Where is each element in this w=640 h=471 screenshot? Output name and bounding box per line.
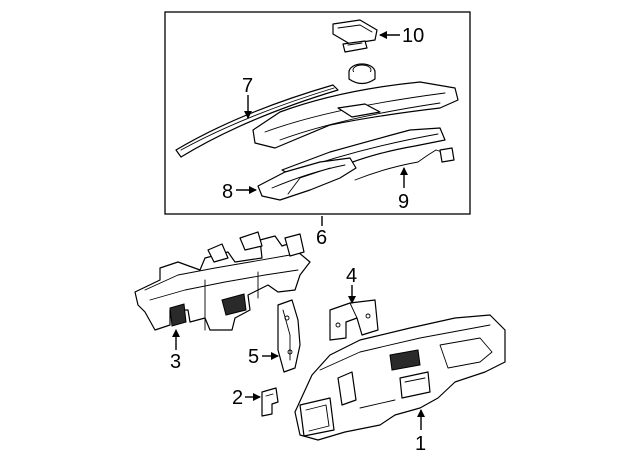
part-3-cross-car-beam [134, 231, 311, 331]
callout-1: 1 [415, 433, 426, 455]
leader-lines [172, 31, 425, 430]
part-dash-top-pad [252, 81, 459, 149]
inset-box [164, 11, 471, 215]
part-2-clip [261, 387, 279, 417]
callout-8: 8 [222, 181, 233, 203]
callout-4: 4 [346, 265, 357, 287]
callout-6: 6 [316, 227, 327, 249]
callout-10: 10 [402, 25, 424, 47]
callout-3: 3 [170, 351, 181, 373]
callout-2: 2 [232, 387, 243, 409]
callout-7: 7 [242, 75, 253, 97]
part-4-bracket [329, 299, 379, 341]
part-8-trim-panel [257, 157, 357, 201]
speaker-ring [348, 63, 376, 85]
callout-9: 9 [398, 191, 409, 213]
callout-5: 5 [248, 346, 259, 368]
part-10-defroster-vent [332, 19, 378, 53]
part-5-support-bracket [277, 299, 301, 373]
part-1-instrument-panel [294, 314, 506, 441]
